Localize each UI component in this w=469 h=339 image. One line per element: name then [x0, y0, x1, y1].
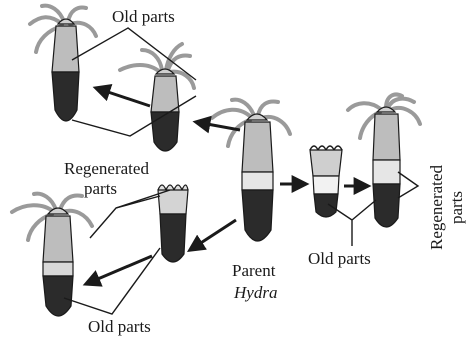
leader-regenerated-right — [398, 172, 418, 198]
label-parent: Parent — [232, 261, 276, 280]
label-old-parts-bottom: Old parts — [88, 317, 151, 336]
label-regenerated-left-line2: parts — [84, 179, 117, 198]
body-middle-band — [242, 172, 273, 190]
fragment-middle-band — [313, 176, 339, 194]
leader-regenerated-left — [90, 196, 160, 238]
hydra-right — [348, 95, 420, 228]
label-regenerated-left-line1: Regenerated — [64, 159, 149, 178]
label-old-parts-top: Old parts — [112, 7, 175, 26]
label-regenerated-parts-right: Regenerated parts — [427, 165, 466, 250]
body-upper-light — [151, 76, 179, 112]
label-parent-hydra: Hydra — [233, 283, 277, 302]
fragment-upper-light — [158, 190, 188, 214]
arrow-to-bottom-left — [86, 256, 152, 284]
body-upper-light — [52, 26, 79, 72]
body-lower-dark — [151, 112, 179, 151]
label-regenerated-right-line2: parts — [447, 191, 466, 224]
label-regenerated-parts-left: Regenerated parts — [64, 159, 153, 198]
body-upper-light — [242, 122, 273, 172]
body-middle-band — [43, 262, 73, 276]
fragment-top-stubs — [158, 185, 188, 190]
hydra-parent — [212, 100, 290, 241]
arrow-parent-to-lower-fragment — [190, 220, 236, 250]
arrow-to-top-left — [96, 88, 150, 106]
body-upper-light — [373, 114, 400, 160]
fragment-upper-light — [310, 150, 342, 176]
hydra-top-left — [30, 6, 96, 121]
hydra-middle-fragment — [310, 146, 342, 217]
fragment-lower-dark — [314, 194, 338, 217]
label-old-parts-middle: Old parts — [308, 249, 371, 268]
hypostome — [58, 19, 74, 24]
hydra-bottom-left — [12, 194, 92, 316]
body-upper-light — [43, 216, 73, 262]
body-lower-dark — [373, 184, 400, 227]
hydra-lower-fragment — [158, 185, 188, 262]
body-middle-band — [373, 160, 400, 184]
body-lower-dark — [52, 72, 79, 121]
body-lower-dark — [43, 276, 73, 316]
arrow-parent-to-upper-middle — [196, 122, 240, 130]
label-regenerated-right-line1: Regenerated — [427, 165, 446, 250]
body-lower-dark — [242, 190, 273, 241]
fragment-lower-dark — [160, 214, 186, 262]
